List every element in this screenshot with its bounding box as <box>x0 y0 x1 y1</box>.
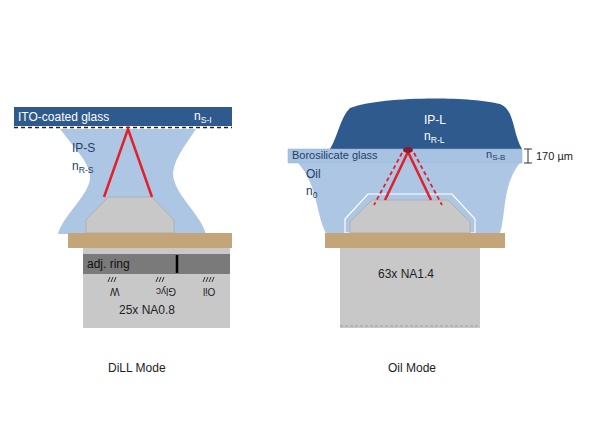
node-text: 63x NA1.4 <box>378 268 434 280</box>
medium-mark: Oil <box>203 286 215 296</box>
ip-l-drop: IP-L nR-L <box>420 112 500 146</box>
node-text: nS-I <box>194 110 212 122</box>
medium-mark: Glyc <box>156 286 176 296</box>
node-text: 25x NA0.8 <box>119 304 175 316</box>
node-text: adj. ring <box>87 258 130 270</box>
adjustment-ring: adj. ring <box>83 254 230 274</box>
borosilicate-glass-band: Borosilicate glass nS-B <box>288 149 522 163</box>
node-text: n0 <box>306 185 317 197</box>
oil-drop: Oil n0 <box>300 166 340 204</box>
node-text: nR-S <box>72 160 94 172</box>
dimension-label: 170 µm <box>536 151 573 162</box>
node-text: nR-L <box>424 130 445 142</box>
mode-caption: DiLL Mode <box>108 362 166 374</box>
node-text: Borosilicate glass <box>292 150 378 161</box>
node-text: IP-S <box>72 142 95 154</box>
node-text: ITO-coated glass <box>18 111 109 123</box>
mode-caption: Oil Mode <box>388 362 436 374</box>
medium-mark: W <box>110 286 119 296</box>
ip-s-drop: IP-S nR-S <box>62 140 122 180</box>
objective-63x: 63x NA1.4 <box>340 248 480 328</box>
node-text: IP-L <box>424 114 446 126</box>
ito-glass-band: ITO-coated glass nS-I <box>14 107 232 126</box>
node-text: nS-B <box>486 149 505 160</box>
node-text: Oil <box>306 168 321 180</box>
